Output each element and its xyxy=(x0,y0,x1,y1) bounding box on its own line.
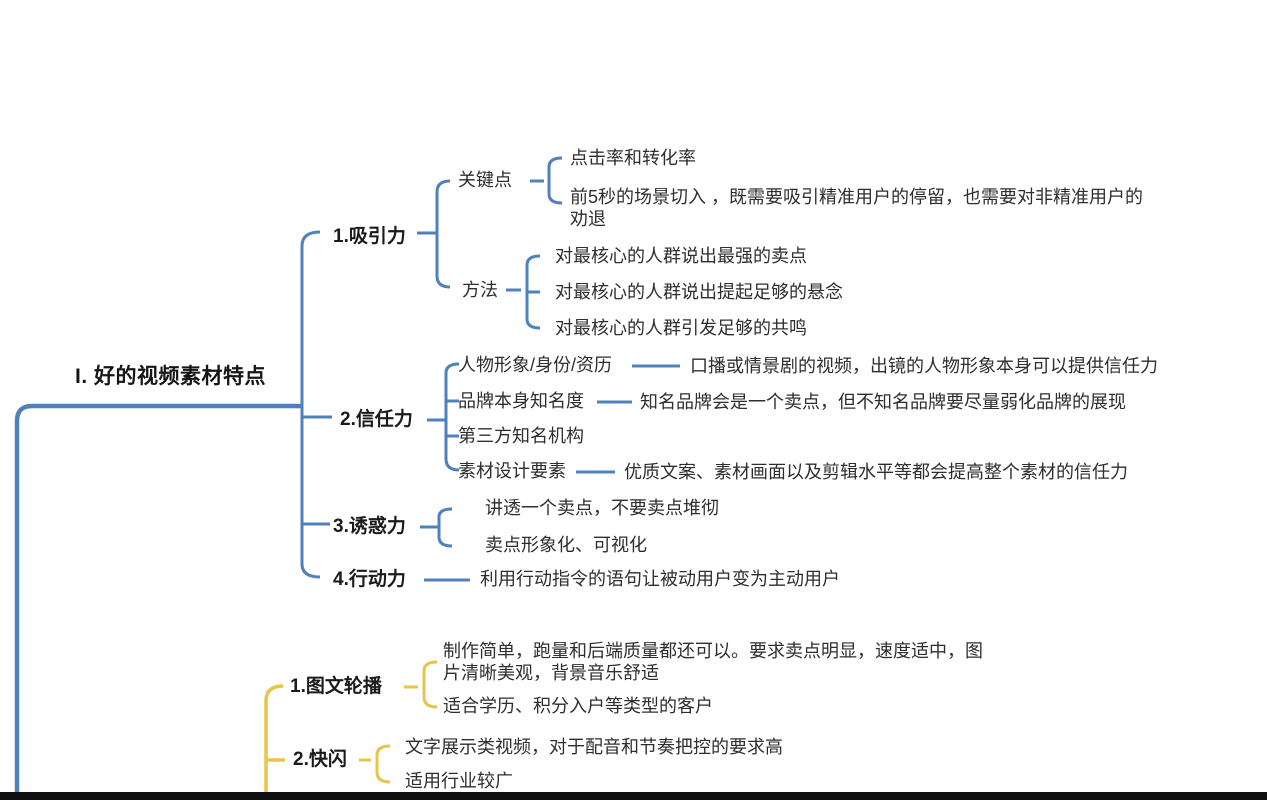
root-trunk-line xyxy=(14,403,302,792)
topic-thirdparty: 第三方知名机构 xyxy=(458,426,584,446)
branch1-connectors xyxy=(14,156,680,792)
topic-first5s: 前5秒的场景切入 ，既需要吸引精准用户的停留，也需要对非精准用户的劝退 xyxy=(570,187,1144,229)
attraction-children-bracket xyxy=(435,179,451,289)
topic-method: 方法 xyxy=(462,280,498,300)
topic-visualize: 卖点形象化、可视化 xyxy=(485,535,647,555)
topic-one-sellingpoint: 讲透一个卖点，不要卖点堆彻 xyxy=(485,498,719,518)
branch2-trunk xyxy=(264,684,284,793)
video-letterbox-bar xyxy=(0,792,1267,800)
topic-persona: 人物形象/身份/资历 xyxy=(458,355,613,375)
topic-attraction: 1.吸引力 xyxy=(333,226,406,247)
topic-trust: 2.信任力 xyxy=(340,409,413,430)
topic-action: 4.行动力 xyxy=(333,569,406,590)
topic-resonance: 对最核心的人群引发足够的共鸣 xyxy=(555,318,807,338)
topic-carousel-desc: 制作简单，跑量和后端质量都还可以。要求卖点明显，速度适中，图片清晰美观，背景音乐… xyxy=(443,641,983,683)
topic-ctr: 点击率和转化率 xyxy=(570,148,696,168)
topic-brand: 品牌本身知名度 xyxy=(458,391,584,411)
branch1-bracket xyxy=(300,230,321,579)
temptation-children-bracket xyxy=(437,507,453,548)
note-brand: 知名品牌会是一个卖点，但不知名品牌要尽量弱化品牌的展现 xyxy=(640,392,1126,412)
topic-suspense: 对最核心的人群说出提起足够的悬念 xyxy=(555,282,843,302)
carousel-children-bracket xyxy=(422,660,438,709)
topic-flash: 2.快闪 xyxy=(293,749,347,770)
keypoint-children-bracket xyxy=(547,156,563,205)
topic-keypoint: 关键点 xyxy=(458,170,512,190)
trust-children-bracket xyxy=(444,362,460,472)
note-persona: 口播或情景剧的视频，出镜的人物形象本身可以提供信任力 xyxy=(690,356,1158,376)
branch2-connectors xyxy=(264,660,438,793)
topic-temptation: 3.诱惑力 xyxy=(333,516,406,537)
note-action: 利用行动指令的语句让被动用户变为主动用户 xyxy=(480,569,840,589)
flash-children-bracket xyxy=(375,744,391,784)
topic-strongest-sellingpoint: 对最核心的人群说出最强的卖点 xyxy=(555,246,807,266)
topic-design: 素材设计要素 xyxy=(458,461,566,481)
topic-flash-desc: 文字展示类视频，对于配音和节奏把控的要求高 xyxy=(405,737,783,757)
topic-carousel: 1.图文轮播 xyxy=(290,676,382,697)
root-topic: I. 好的视频素材特点 xyxy=(75,365,267,388)
note-design: 优质文案、素材画面以及剪辑水平等都会提高整个素材的信任力 xyxy=(624,462,1128,482)
topic-carousel-customers: 适合学历、积分入户等类型的客户 xyxy=(443,696,713,716)
topic-flash-industries: 适用行业较广 xyxy=(405,771,513,791)
